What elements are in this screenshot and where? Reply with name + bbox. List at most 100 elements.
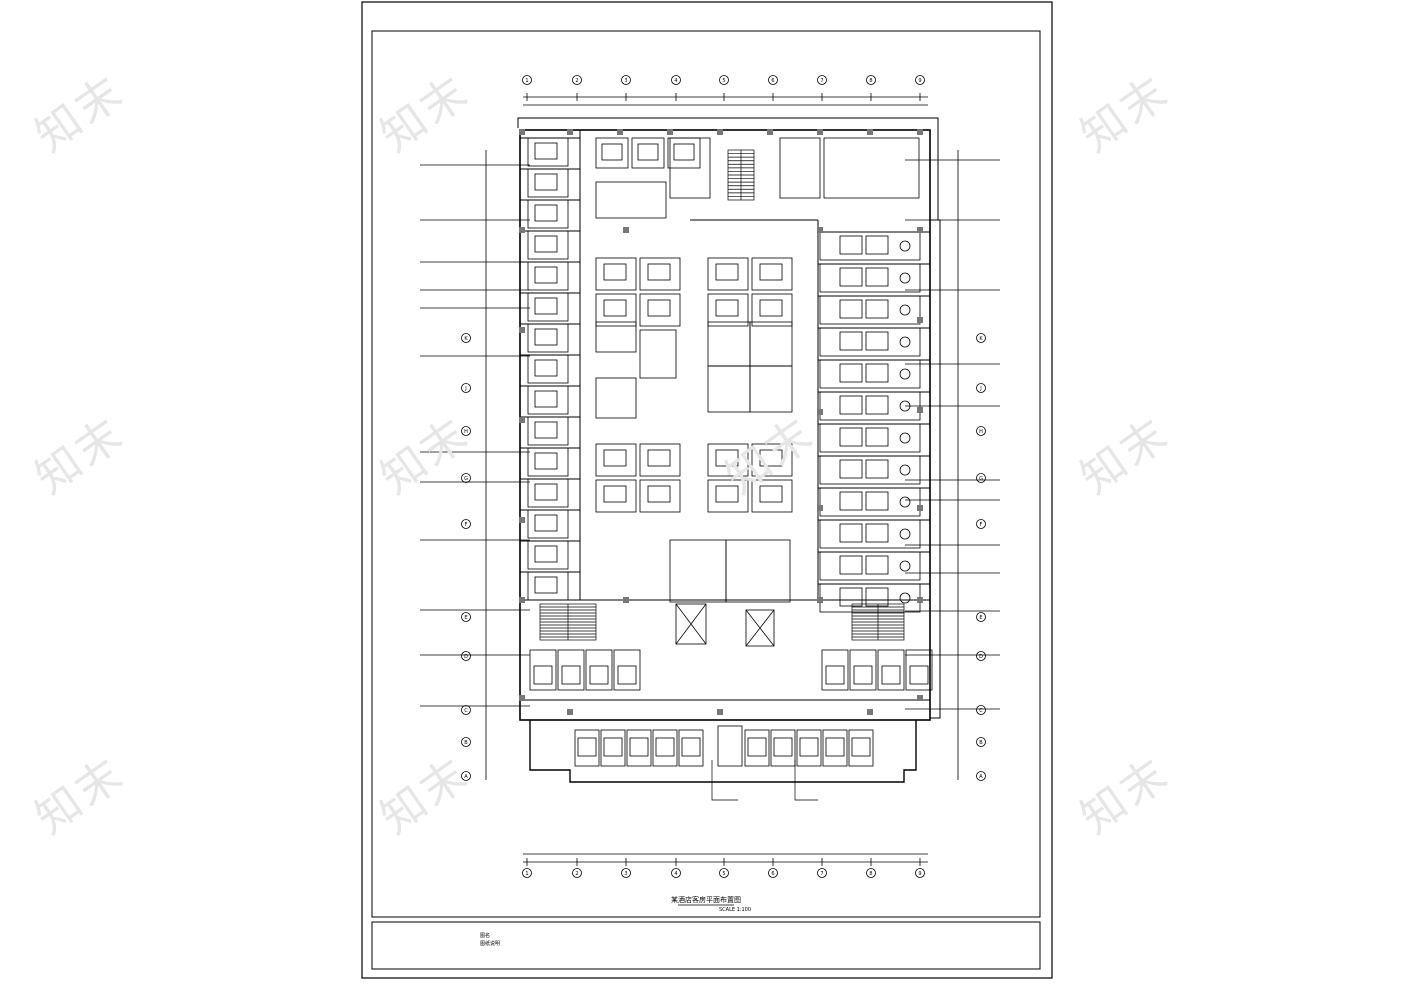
grid-axis-marker bbox=[915, 868, 925, 878]
grid-axis-marker bbox=[461, 651, 471, 661]
grid-axis-label: 8 bbox=[869, 78, 872, 84]
stairs bbox=[539, 149, 905, 641]
grid-axis-marker bbox=[768, 75, 778, 85]
column bbox=[917, 407, 923, 413]
drawing-scale: SCALE 1:100 bbox=[719, 907, 751, 913]
bed bbox=[534, 576, 558, 594]
table bbox=[899, 432, 911, 444]
table bbox=[899, 336, 911, 348]
bed bbox=[839, 267, 863, 287]
office-room bbox=[823, 137, 920, 199]
table bbox=[899, 560, 911, 572]
bed bbox=[534, 173, 558, 191]
guest-room-top bbox=[595, 181, 667, 219]
guest-room-bottom bbox=[574, 729, 600, 767]
guest-room-core bbox=[707, 479, 749, 513]
guest-room-core bbox=[595, 377, 637, 419]
grid-axis-marker bbox=[621, 75, 631, 85]
grid-axis-marker bbox=[522, 868, 532, 878]
bed bbox=[601, 143, 623, 161]
grid-axis-label: 3 bbox=[624, 78, 627, 84]
grid-axis-label: E bbox=[464, 615, 467, 621]
column bbox=[519, 695, 525, 701]
title-block-line1: 图名 bbox=[480, 932, 490, 939]
bed bbox=[865, 395, 889, 415]
column bbox=[623, 597, 629, 603]
bed bbox=[681, 737, 701, 757]
guest-room-left bbox=[527, 137, 569, 167]
guest-room-right bbox=[819, 423, 921, 453]
grid-axis-label: J bbox=[464, 386, 466, 392]
grid-axis-label: 7 bbox=[820, 78, 823, 84]
column bbox=[667, 129, 673, 135]
elevator bbox=[745, 609, 775, 647]
title-block-line2: 图纸说明 bbox=[480, 940, 500, 947]
guest-room-right bbox=[819, 359, 921, 389]
grid-axis-marker bbox=[976, 651, 986, 661]
grid-axis-marker bbox=[976, 612, 986, 622]
interior-walls bbox=[520, 130, 930, 701]
grid-axis-label: F bbox=[465, 522, 468, 528]
column bbox=[623, 227, 629, 233]
service-room bbox=[725, 539, 791, 603]
column bbox=[717, 709, 723, 715]
grid-axis-marker bbox=[976, 771, 986, 781]
bed bbox=[839, 587, 863, 607]
guest-room-core bbox=[751, 257, 793, 291]
toilet-block bbox=[669, 137, 711, 199]
bed bbox=[839, 459, 863, 479]
column bbox=[817, 505, 823, 511]
table bbox=[899, 592, 911, 604]
guest-room-core bbox=[639, 479, 681, 513]
bed bbox=[865, 427, 889, 447]
grid-axis-marker bbox=[976, 383, 986, 393]
grid-axis-marker bbox=[461, 333, 471, 343]
column bbox=[767, 129, 773, 135]
bed bbox=[655, 737, 675, 757]
service-room bbox=[779, 137, 821, 199]
bed bbox=[637, 143, 659, 161]
guest-room-top bbox=[631, 137, 665, 169]
column bbox=[519, 517, 525, 523]
grid-axis-marker bbox=[976, 737, 986, 747]
dimension-lines bbox=[485, 93, 959, 866]
grid-axis-label: B bbox=[464, 740, 468, 746]
table bbox=[899, 304, 911, 316]
columns bbox=[519, 129, 923, 715]
bed bbox=[865, 363, 889, 383]
column bbox=[917, 129, 923, 135]
grid-axis-marker bbox=[915, 75, 925, 85]
bed bbox=[534, 545, 558, 563]
bed bbox=[853, 665, 873, 685]
bed bbox=[759, 449, 783, 467]
bed bbox=[534, 390, 558, 408]
grid-axis-marker bbox=[976, 705, 986, 715]
bed bbox=[534, 328, 558, 346]
grid-axis-label: D bbox=[464, 654, 468, 660]
guest-room-bottom bbox=[849, 649, 877, 691]
column bbox=[817, 597, 823, 603]
bed bbox=[865, 299, 889, 319]
grid-axis-label: 4 bbox=[674, 871, 677, 877]
bed bbox=[715, 299, 739, 317]
bed bbox=[589, 665, 609, 685]
bed bbox=[839, 523, 863, 543]
grid-axis-label: 5 bbox=[722, 871, 725, 877]
bed bbox=[715, 263, 739, 281]
guest-room-right bbox=[819, 231, 921, 261]
bed bbox=[909, 665, 929, 685]
bed bbox=[865, 331, 889, 351]
guest-room-core bbox=[595, 257, 637, 291]
bed bbox=[647, 485, 671, 503]
grid-axis-label: G bbox=[979, 476, 983, 482]
grid-axis-label: C bbox=[464, 708, 468, 714]
column bbox=[519, 327, 525, 333]
guest-room-bottom bbox=[529, 649, 557, 691]
bed bbox=[715, 485, 739, 503]
bed bbox=[865, 555, 889, 575]
grid-axis-marker bbox=[461, 737, 471, 747]
bed bbox=[533, 665, 553, 685]
grid-axis-label: 7 bbox=[820, 871, 823, 877]
annotation-leaders bbox=[420, 159, 1000, 801]
